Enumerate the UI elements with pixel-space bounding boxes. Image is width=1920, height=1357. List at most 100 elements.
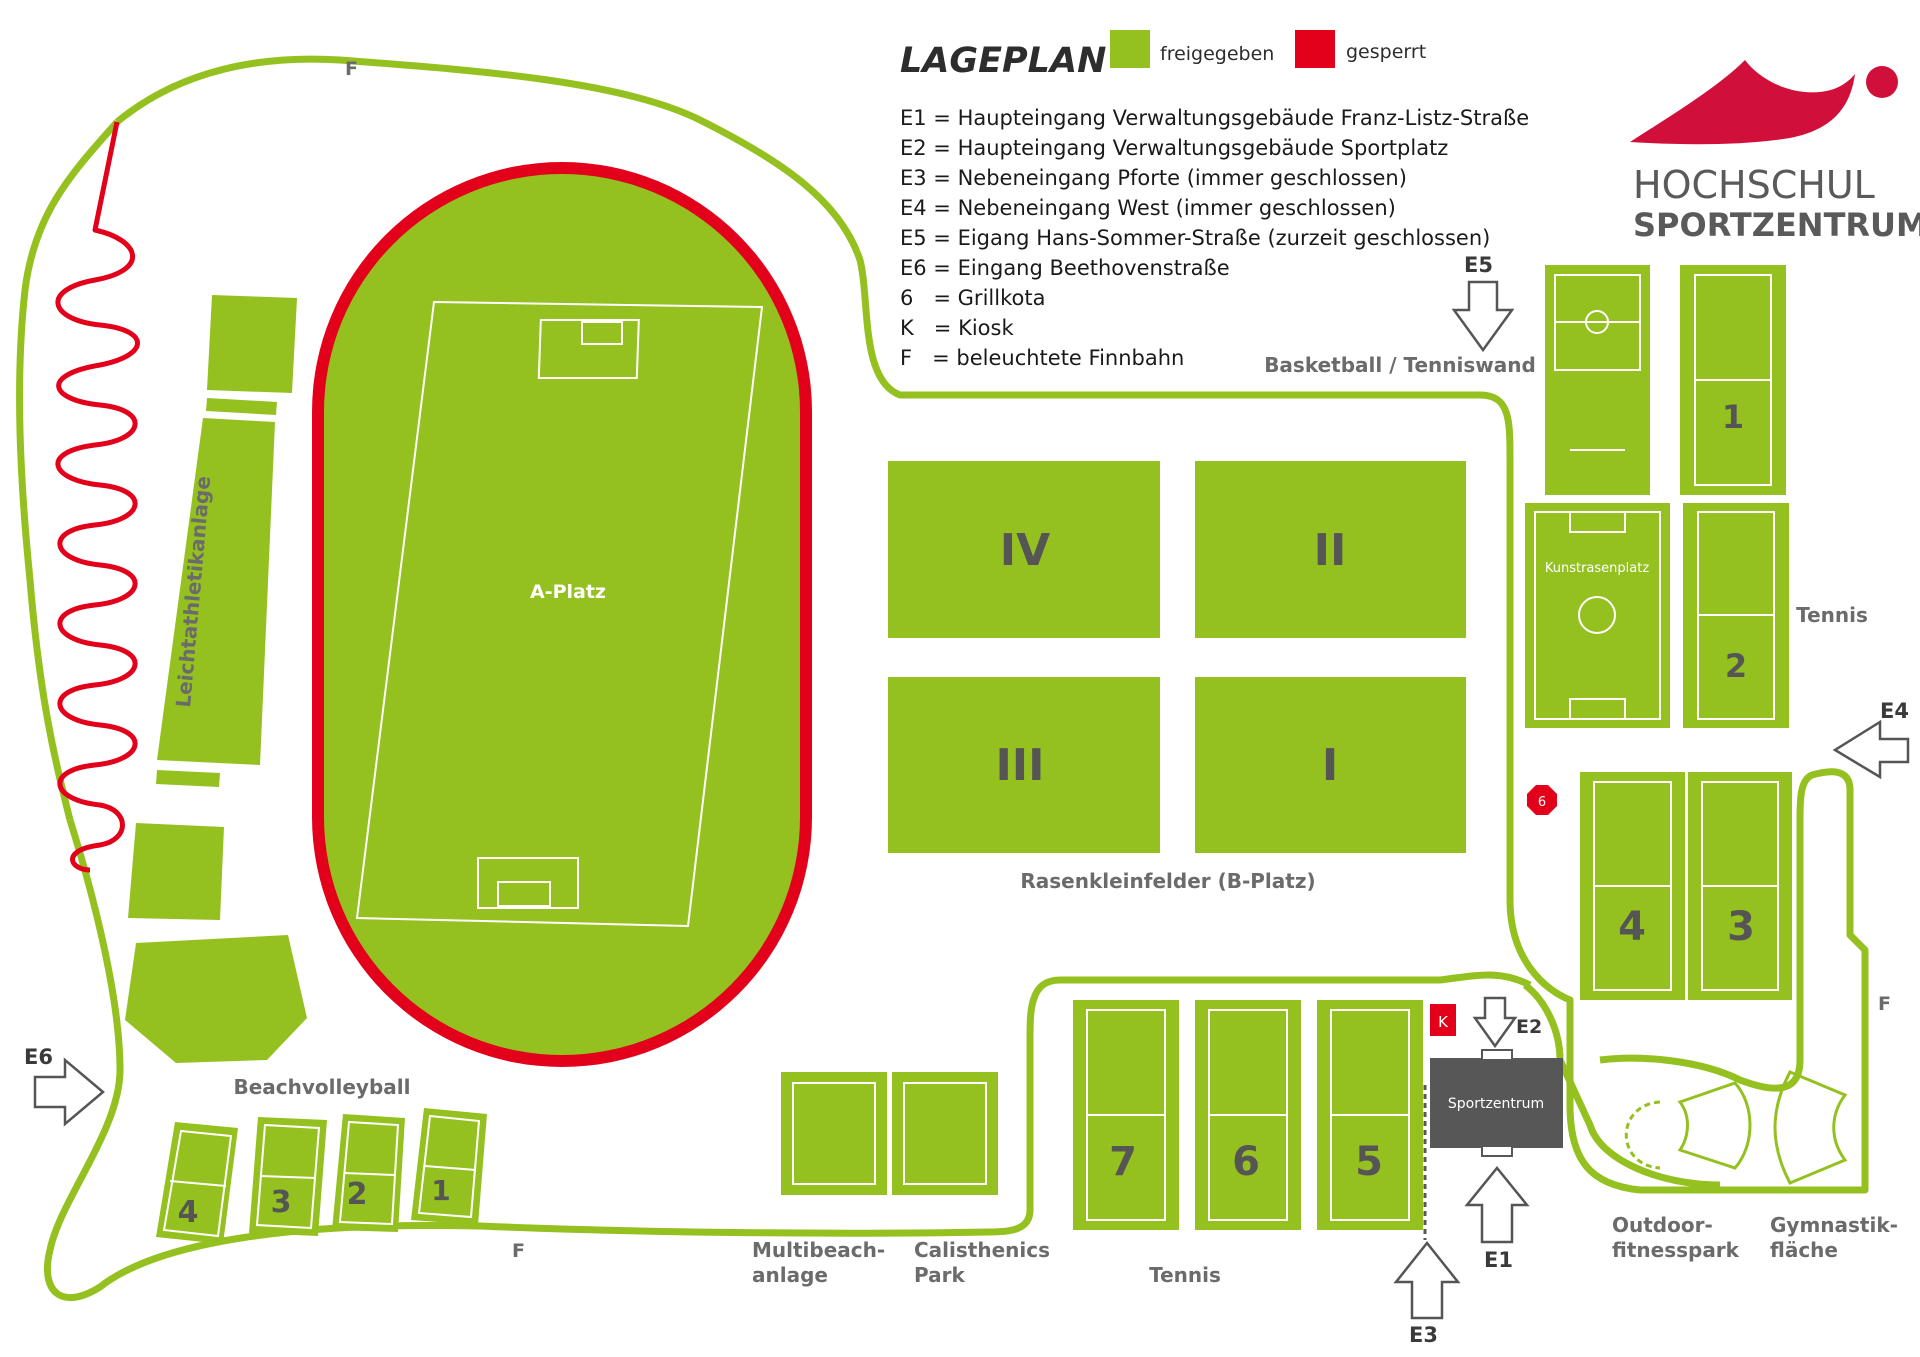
kunstrasen-field — [1525, 503, 1670, 728]
kiosk-label: K — [1438, 1013, 1449, 1031]
field-ii-label: II — [1314, 525, 1347, 576]
legend-entry-e2: E2 = Haupteingang Verwaltungsgebäude Spo… — [900, 136, 1448, 160]
hochschulsport-logo: HOCHSCHUL SPORTZENTRUM — [1630, 60, 1920, 244]
beach-court-3-lines — [255, 1123, 321, 1230]
tennis-court-4-number: 4 — [1618, 904, 1646, 950]
e3-label: E3 — [1409, 1323, 1438, 1347]
beach-court-4-lines — [162, 1129, 233, 1238]
athletics-long-block — [157, 418, 275, 765]
field-iv — [888, 461, 1160, 638]
legend-entry-finnbahn: F = beleuchtete Finnbahn — [900, 346, 1184, 370]
kunstrasen-goal-bottom — [1569, 698, 1626, 720]
legend-entry-grill: 6 = Grillkota — [900, 286, 1045, 310]
rasen-label: Rasenkleinfelder (B-Platz) — [1020, 869, 1315, 893]
finnbahn-label-top: F — [345, 58, 358, 80]
outdoor-label-1: Outdoor- — [1612, 1213, 1713, 1237]
e2-label: E2 — [1516, 1016, 1542, 1038]
beachvolleyball-label: Beachvolleyball — [233, 1075, 410, 1099]
gymnastik-label-2: fläche — [1770, 1238, 1838, 1262]
kunstrasen-goal-top — [1569, 511, 1626, 533]
athletics-trapezoid — [125, 935, 307, 1063]
e4-label: E4 — [1880, 699, 1909, 723]
beachvolleyball-courts: 4 3 2 1 — [156, 1108, 487, 1244]
legend-entry-e6: E6 = Eingang Beethovenstraße — [900, 256, 1230, 280]
e1-label: E1 — [1484, 1248, 1513, 1272]
e3-arrow-icon — [1393, 1240, 1461, 1320]
sportzentrum-building — [1430, 1058, 1563, 1148]
legend-open-label: freigegeben — [1160, 43, 1274, 65]
basketball-label: Basketball / Tenniswand — [1264, 353, 1536, 377]
multibeach-label-2: anlage — [752, 1263, 828, 1287]
finnbahn-path-west — [16, 119, 120, 821]
gymnastik-shape — [1773, 1070, 1848, 1185]
legend-closed-label: gesperrt — [1346, 41, 1426, 63]
field-iii — [888, 677, 1160, 853]
grillkota-marker — [1527, 785, 1557, 815]
beach-court-1-net — [424, 1165, 477, 1171]
multibeach-lines — [792, 1082, 876, 1185]
athletics-block-bottom — [128, 823, 224, 920]
field-i-label: I — [1322, 740, 1338, 791]
multibeach-label-1: Multibeach- — [752, 1238, 885, 1262]
finnbahn-path — [114, 55, 1869, 1194]
legend-entry-kiosk: K = Kiosk — [900, 316, 1014, 340]
beach-court-1 — [411, 1108, 487, 1225]
legend-open-swatch — [1110, 30, 1150, 68]
e5-arrow-icon — [1451, 280, 1515, 353]
e4-arrow-icon — [1832, 719, 1910, 780]
beach-court-3-net — [259, 1175, 317, 1179]
e1-arrow-icon — [1464, 1166, 1530, 1244]
tennis-court-6-number: 6 — [1232, 1139, 1260, 1185]
stadium-field — [324, 174, 800, 1055]
legend-entry-e1: E1 = Haupteingang Verwaltungsgebäude Fra… — [900, 106, 1529, 130]
beach-court-2-net — [343, 1172, 396, 1176]
e6-label: E6 — [24, 1045, 53, 1069]
calisthenics-label-2: Park — [914, 1263, 965, 1287]
kunstrasen-label: Kunstrasenplatz — [1545, 561, 1649, 576]
beach-court-4-net — [169, 1180, 227, 1187]
legend-entry-e4: E4 = Nebeneingang West (immer geschlosse… — [900, 196, 1396, 220]
sportzentrum-door-bottom — [1481, 1145, 1513, 1157]
athletics-strip-2 — [156, 770, 220, 787]
basketball-court — [1545, 265, 1650, 495]
calisthenics-field — [892, 1072, 998, 1195]
outdoor-fitness-shapes — [1624, 1070, 1848, 1185]
kunstrasen-circle — [1578, 596, 1616, 634]
e2-arrow-icon — [1472, 996, 1518, 1049]
field-i — [1195, 677, 1466, 853]
logo-swoosh-icon — [1630, 60, 1855, 145]
logo-line2: SPORTZENTRUM — [1633, 206, 1920, 244]
e6-arrow-icon — [33, 1057, 105, 1127]
finnbahn-path-inner — [1522, 982, 1721, 1189]
beach-court-2-lines — [338, 1120, 400, 1226]
tennis-right-label: Tennis — [1796, 603, 1868, 627]
tennis-court-5-number: 5 — [1355, 1139, 1383, 1185]
tennis-court-7-number: 7 — [1109, 1139, 1137, 1185]
tennis-court-2-number: 2 — [1725, 647, 1747, 685]
finnbahn-label-bottom: F — [512, 1240, 525, 1262]
field-ii — [1195, 461, 1466, 638]
page-title: LAGEPLAN — [900, 41, 1106, 81]
beach-court-2-number: 2 — [347, 1177, 368, 1212]
outdoor-fitness-shape — [1677, 1081, 1752, 1170]
e5-label: E5 — [1464, 253, 1493, 277]
tennis-court-3-number: 3 — [1727, 904, 1755, 950]
field-iv-label: IV — [1000, 525, 1050, 576]
a-platz-goal-small-bottom — [497, 881, 551, 907]
calisthenics-lines — [903, 1082, 987, 1185]
field-iii-label: III — [995, 740, 1044, 791]
outdoor-label-2: fitnesspark — [1612, 1238, 1740, 1262]
athletics-block-top — [207, 295, 297, 393]
sportzentrum-door-top — [1481, 1049, 1513, 1061]
legend-entry-e3: E3 = Nebeneingang Pforte (immer geschlos… — [900, 166, 1407, 190]
legend-closed-swatch — [1295, 30, 1335, 68]
closed-serpentine-path — [55, 121, 140, 873]
outdoor-fitness-circle — [1624, 1100, 1661, 1170]
logo-dot-icon — [1866, 66, 1898, 98]
calisthenics-label-1: Calisthenics — [914, 1238, 1050, 1262]
sportzentrum-label: Sportzentrum — [1448, 1096, 1544, 1112]
a-platz-goal-box-top — [537, 319, 640, 379]
finnbahn-label-right: F — [1878, 993, 1891, 1015]
a-platz-goal-small-top — [581, 321, 623, 345]
